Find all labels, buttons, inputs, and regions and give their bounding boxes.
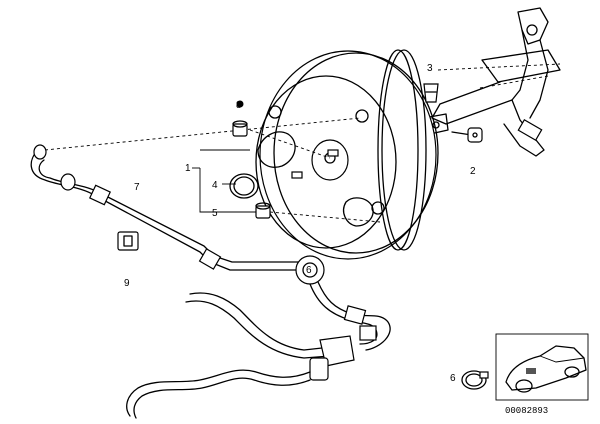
callout-9: 9 [124,278,130,289]
callout-1: 1 [185,163,191,174]
vacuum-hose-part-7 [30,144,301,271]
callout-8: 8 [236,100,242,111]
callout-6: 6 [306,265,312,276]
callout-labels: 8 1 4 5 7 9 6 3 2 6 00082893 [124,63,548,416]
check-valve-part-6 [295,255,325,285]
callout-2: 2 [470,166,476,177]
hose-clamp-part [461,370,489,390]
callout-4: 4 [212,180,218,191]
callout-dot-8 [236,100,244,108]
grommet-part-9 [117,231,139,251]
nut-part-8 [232,120,248,137]
nut-part-5 [255,202,271,219]
callout-5: 5 [212,208,218,219]
pedal-bracket [423,7,561,157]
car-thumbnail [495,333,589,401]
callout-7: 7 [134,182,140,193]
callout-clamp: 6 [450,373,456,384]
brake-booster [255,49,439,260]
leader-lines [44,63,561,223]
drawing-code: 00082893 [505,406,548,416]
lower-hose [126,281,391,419]
callout-3: 3 [427,63,433,74]
o-ring-part-4 [229,173,259,199]
clip-part-3 [423,83,439,103]
pin-part-2 [451,127,483,143]
